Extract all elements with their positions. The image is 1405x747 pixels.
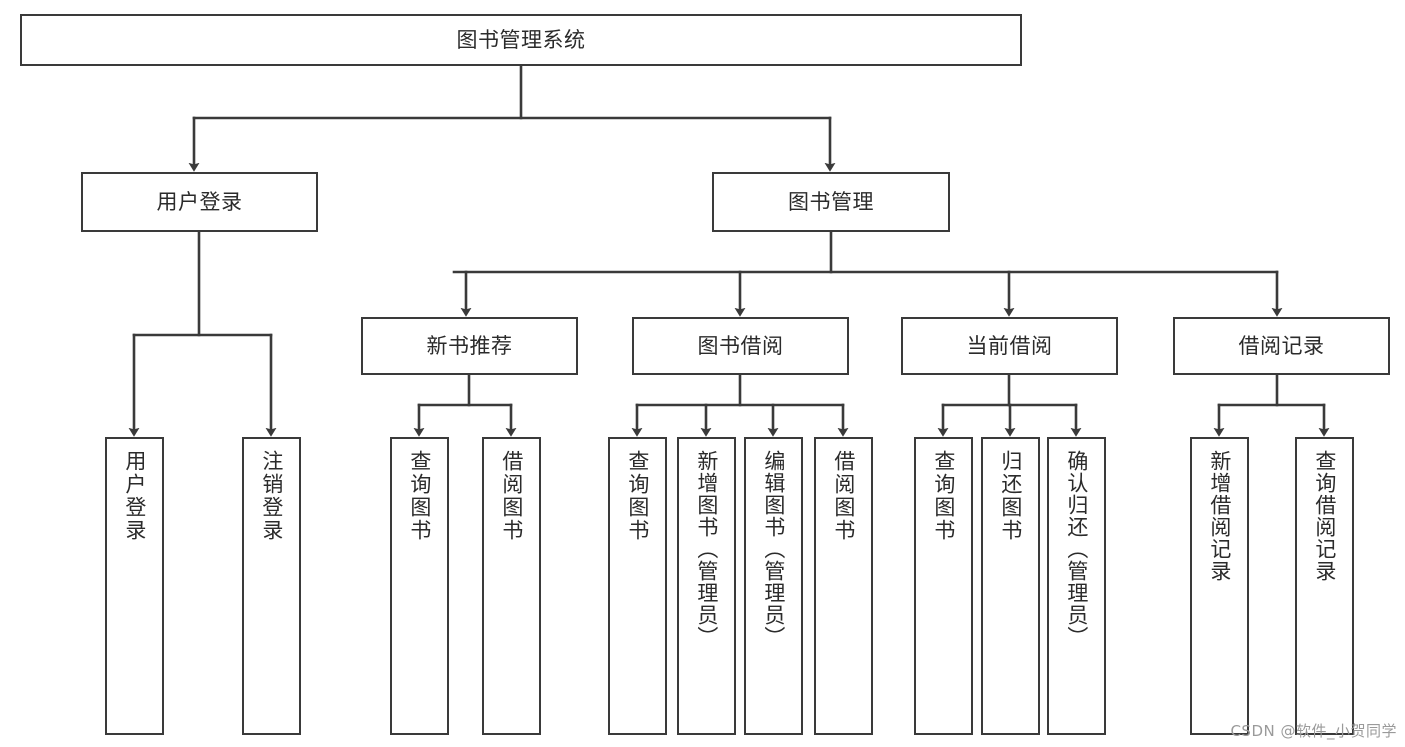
leaf-new-book-borrow-label: 借阅图书 — [499, 450, 524, 542]
leaf-new-book-borrow[interactable]: 借阅图书 — [482, 437, 541, 735]
leaf-borrow-edit-book[interactable]: 编辑图书（管理员） — [744, 437, 803, 735]
node-book-borrow[interactable]: 图书借阅 — [632, 317, 849, 375]
node-borrow-record[interactable]: 借阅记录 — [1173, 317, 1390, 375]
leaf-current-return-book[interactable]: 归还图书 — [981, 437, 1040, 735]
leaf-current-return-book-label: 归还图书 — [998, 450, 1023, 542]
csdn-watermark: CSDN @软件_小贺同学 — [1230, 722, 1397, 740]
leaf-current-confirm-return-label: 确认归还（管理员） — [1064, 450, 1089, 648]
leaf-user-login-logout-label: 注销登录 — [259, 450, 284, 542]
node-borrow-record-label: 借阅记录 — [1238, 333, 1325, 358]
leaf-borrow-query-book-label: 查询图书 — [625, 450, 650, 542]
leaf-user-login-login-label: 用户登录 — [122, 450, 147, 542]
node-current-borrow[interactable]: 当前借阅 — [901, 317, 1118, 375]
leaf-borrow-edit-book-label: 编辑图书（管理员） — [761, 450, 786, 648]
node-user-login-label: 用户登录 — [156, 189, 243, 214]
node-user-login[interactable]: 用户登录 — [81, 172, 318, 232]
node-new-book-recommend[interactable]: 新书推荐 — [361, 317, 578, 375]
leaf-current-query-book[interactable]: 查询图书 — [914, 437, 973, 735]
leaf-record-query-label: 查询借阅记录 — [1312, 450, 1337, 582]
leaf-new-book-query-label: 查询图书 — [407, 450, 432, 542]
leaf-record-add[interactable]: 新增借阅记录 — [1190, 437, 1249, 735]
node-root-system-label: 图书管理系统 — [456, 27, 586, 52]
leaf-borrow-add-book[interactable]: 新增图书（管理员） — [677, 437, 736, 735]
node-book-borrow-label: 图书借阅 — [697, 333, 784, 358]
node-current-borrow-label: 当前借阅 — [966, 333, 1053, 358]
leaf-new-book-query[interactable]: 查询图书 — [390, 437, 449, 735]
node-new-book-recommend-label: 新书推荐 — [426, 333, 513, 358]
leaf-borrow-borrow-book-label: 借阅图书 — [831, 450, 856, 542]
node-book-management-label: 图书管理 — [788, 189, 874, 214]
node-book-management[interactable]: 图书管理 — [712, 172, 950, 232]
leaf-user-login-logout[interactable]: 注销登录 — [242, 437, 301, 735]
leaf-current-query-book-label: 查询图书 — [931, 450, 956, 542]
leaf-borrow-add-book-label: 新增图书（管理员） — [694, 450, 719, 648]
leaf-current-confirm-return[interactable]: 确认归还（管理员） — [1047, 437, 1106, 735]
leaf-record-add-label: 新增借阅记录 — [1207, 450, 1232, 582]
leaf-borrow-query-book[interactable]: 查询图书 — [608, 437, 667, 735]
leaf-record-query[interactable]: 查询借阅记录 — [1295, 437, 1354, 735]
leaf-borrow-borrow-book[interactable]: 借阅图书 — [814, 437, 873, 735]
leaf-user-login-login[interactable]: 用户登录 — [105, 437, 164, 735]
node-root-system[interactable]: 图书管理系统 — [20, 14, 1022, 66]
